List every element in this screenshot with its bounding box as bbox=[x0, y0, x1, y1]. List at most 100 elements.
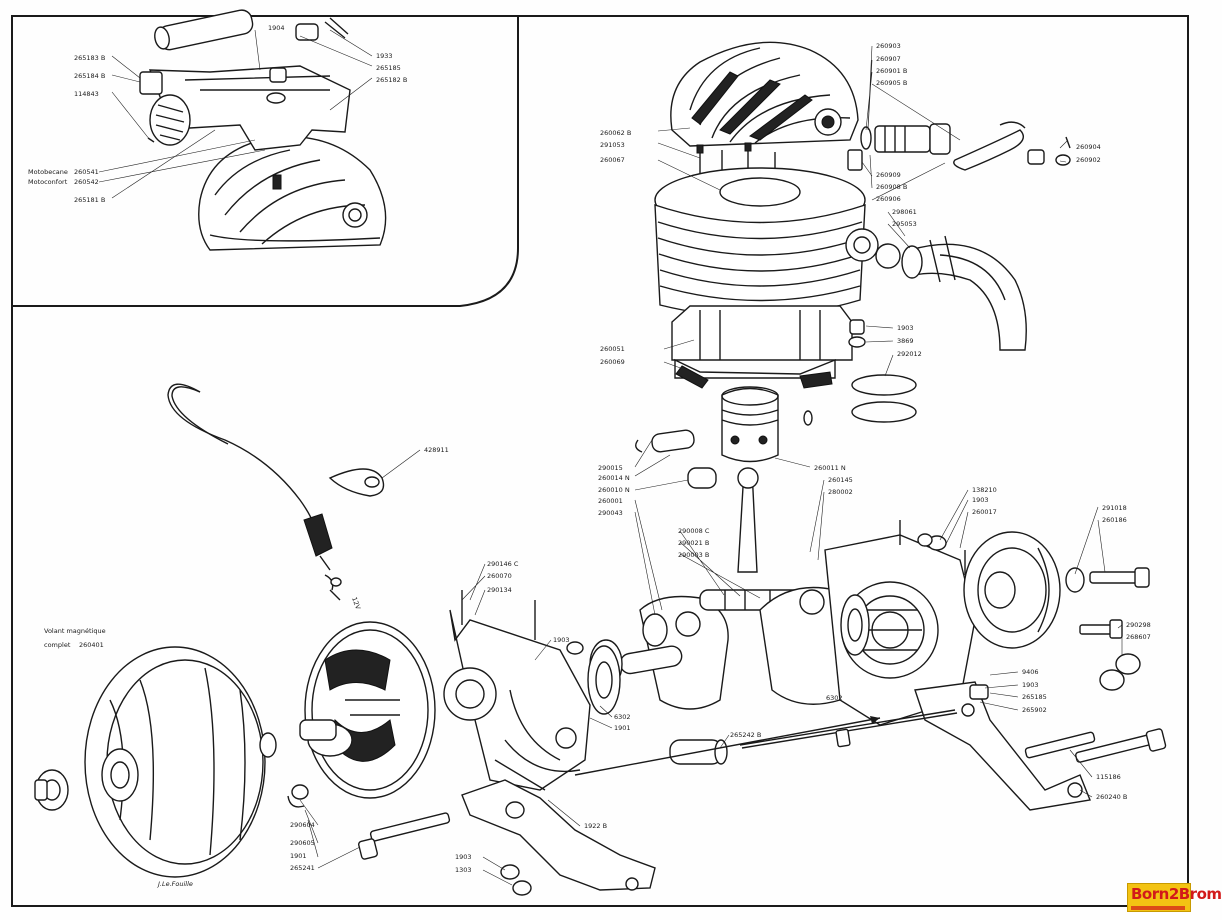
leader-lines bbox=[98, 29, 1123, 886]
crankshaft bbox=[589, 586, 862, 710]
stator-plate bbox=[299, 621, 436, 799]
label-280002: 280002 bbox=[828, 488, 853, 496]
label-260014N: 260014 N bbox=[598, 474, 630, 482]
label-6302-left: 6302 bbox=[614, 713, 631, 721]
caption-motoconfort-label: Motoconfort bbox=[28, 178, 68, 186]
pulley bbox=[963, 531, 1150, 649]
spark-plug-assembly bbox=[847, 121, 1071, 171]
label-260145: 260145 bbox=[828, 476, 853, 484]
crankcase-left bbox=[443, 590, 591, 791]
label-265183B: 265183 B bbox=[74, 54, 105, 62]
label-290146C: 290146 C bbox=[487, 560, 519, 568]
label-12V: 12V bbox=[350, 596, 362, 611]
label-290021B: 290021 B bbox=[678, 539, 709, 547]
label-428911: 428911 bbox=[424, 446, 449, 454]
label-268607: 268607 bbox=[1126, 633, 1151, 641]
label-265185-top: 265185 bbox=[376, 64, 401, 72]
label-265242B: 265242 B bbox=[730, 731, 761, 739]
label-265181B: 265181 B bbox=[74, 196, 105, 204]
label-260906: 260906 bbox=[876, 195, 901, 203]
label-260010N: 260010 N bbox=[598, 486, 630, 494]
label-1901-case: 1901 bbox=[614, 724, 631, 732]
through-bolt bbox=[669, 709, 958, 765]
label-291018: 291018 bbox=[1102, 504, 1127, 512]
label-260904: 260904 bbox=[1076, 143, 1101, 151]
label-1903-head: 1903 bbox=[897, 324, 914, 332]
label-1933: 1933 bbox=[376, 52, 393, 60]
label-260051: 260051 bbox=[600, 345, 625, 353]
flywheel-small-parts bbox=[287, 784, 451, 860]
inset-head-assembly bbox=[139, 9, 387, 251]
label-260909: 260909 bbox=[876, 171, 901, 179]
caption-motobecane-num: 260541 bbox=[74, 168, 99, 176]
label-1903-bracket: 1903 bbox=[1022, 681, 1039, 689]
label-9406: 9406 bbox=[1022, 668, 1039, 676]
label-138210: 138210 bbox=[972, 486, 997, 494]
caption-motoconfort-num: 260542 bbox=[74, 178, 99, 186]
signature: J.Le.Fouille bbox=[156, 880, 193, 888]
label-265184B: 265184 B bbox=[74, 72, 105, 80]
label-260067: 260067 bbox=[600, 156, 625, 164]
label-3869: 3869 bbox=[897, 337, 914, 345]
label-290298: 290298 bbox=[1126, 621, 1151, 629]
label-290604: 290604 bbox=[290, 821, 315, 829]
label-290043: 290043 bbox=[598, 509, 623, 517]
label-1904: 1904 bbox=[268, 24, 285, 32]
label-260186: 260186 bbox=[1102, 516, 1127, 524]
label-260001: 260001 bbox=[598, 497, 623, 505]
ignition-lead bbox=[167, 383, 385, 601]
label-1903-right: 1903 bbox=[972, 496, 989, 504]
label-265185-bottom: 265185 bbox=[1022, 693, 1047, 701]
label-260011N: 260011 N bbox=[814, 464, 846, 472]
engine-bracket-left bbox=[461, 779, 656, 896]
label-260062B: 260062 B bbox=[600, 129, 631, 137]
cylinder-head bbox=[670, 41, 859, 147]
label-6302-right: 6302 bbox=[826, 694, 843, 702]
label-290015: 290015 bbox=[598, 464, 623, 472]
label-114843: 114843 bbox=[74, 90, 99, 98]
label-1903-bracket-left: 1903 bbox=[455, 853, 472, 861]
label-265902: 265902 bbox=[1022, 706, 1047, 714]
label-1922B: 1922 B bbox=[584, 822, 607, 830]
label-260903: 260903 bbox=[876, 42, 901, 50]
main-bearings bbox=[566, 594, 870, 715]
label-292012: 292012 bbox=[897, 350, 922, 358]
label-260901B: 260901 B bbox=[876, 67, 907, 75]
logo-underline bbox=[1131, 906, 1185, 910]
cylinder bbox=[654, 167, 879, 389]
engine-bracket-right bbox=[914, 681, 1167, 811]
label-298061: 298061 bbox=[892, 208, 917, 216]
label-260069: 260069 bbox=[600, 358, 625, 366]
label-1903-case: 1903 bbox=[553, 636, 570, 644]
label-290008C: 290008 C bbox=[678, 527, 710, 535]
label-1901-flywheel: 1901 bbox=[290, 852, 307, 860]
label-260017: 260017 bbox=[972, 508, 997, 516]
label-265241: 265241 bbox=[290, 864, 315, 872]
exhaust-pipe bbox=[875, 235, 1027, 351]
flywheel bbox=[34, 646, 277, 878]
exploded-engine-diagram: 265183 B 265184 B 114843 1904 1933 26518… bbox=[11, 9, 1222, 912]
label-260902: 260902 bbox=[1076, 156, 1101, 164]
label-260905B: 260905 B bbox=[876, 79, 907, 87]
label-295053: 295053 bbox=[892, 220, 917, 228]
outer-frame bbox=[11, 15, 1189, 907]
logo-text: Born2Brom bbox=[1131, 885, 1222, 903]
assembly-arrow bbox=[574, 716, 881, 776]
label-115186: 115186 bbox=[1096, 773, 1121, 781]
label-260907: 260907 bbox=[876, 55, 901, 63]
inset-frame bbox=[12, 16, 519, 307]
diagram-canvas: 265183 B 265184 B 114843 1904 1933 26518… bbox=[11, 9, 1189, 907]
piston-and-rod bbox=[635, 386, 779, 573]
label-291053: 291053 bbox=[600, 141, 625, 149]
born2brom-logo: Born2Brom bbox=[1127, 883, 1222, 912]
label-290605: 290605 bbox=[290, 839, 315, 847]
label-260908B: 260908 B bbox=[876, 183, 907, 191]
label-1303: 1303 bbox=[455, 866, 472, 874]
piston-rings bbox=[803, 319, 917, 426]
caption-volant-line2: complet bbox=[44, 641, 71, 649]
caption-volant-num: 260401 bbox=[79, 641, 104, 649]
label-260070: 260070 bbox=[487, 572, 512, 580]
label-290134: 290134 bbox=[487, 586, 512, 594]
caption-motobecane-label: Motobecane bbox=[28, 168, 68, 176]
right-bolts bbox=[917, 533, 1141, 691]
